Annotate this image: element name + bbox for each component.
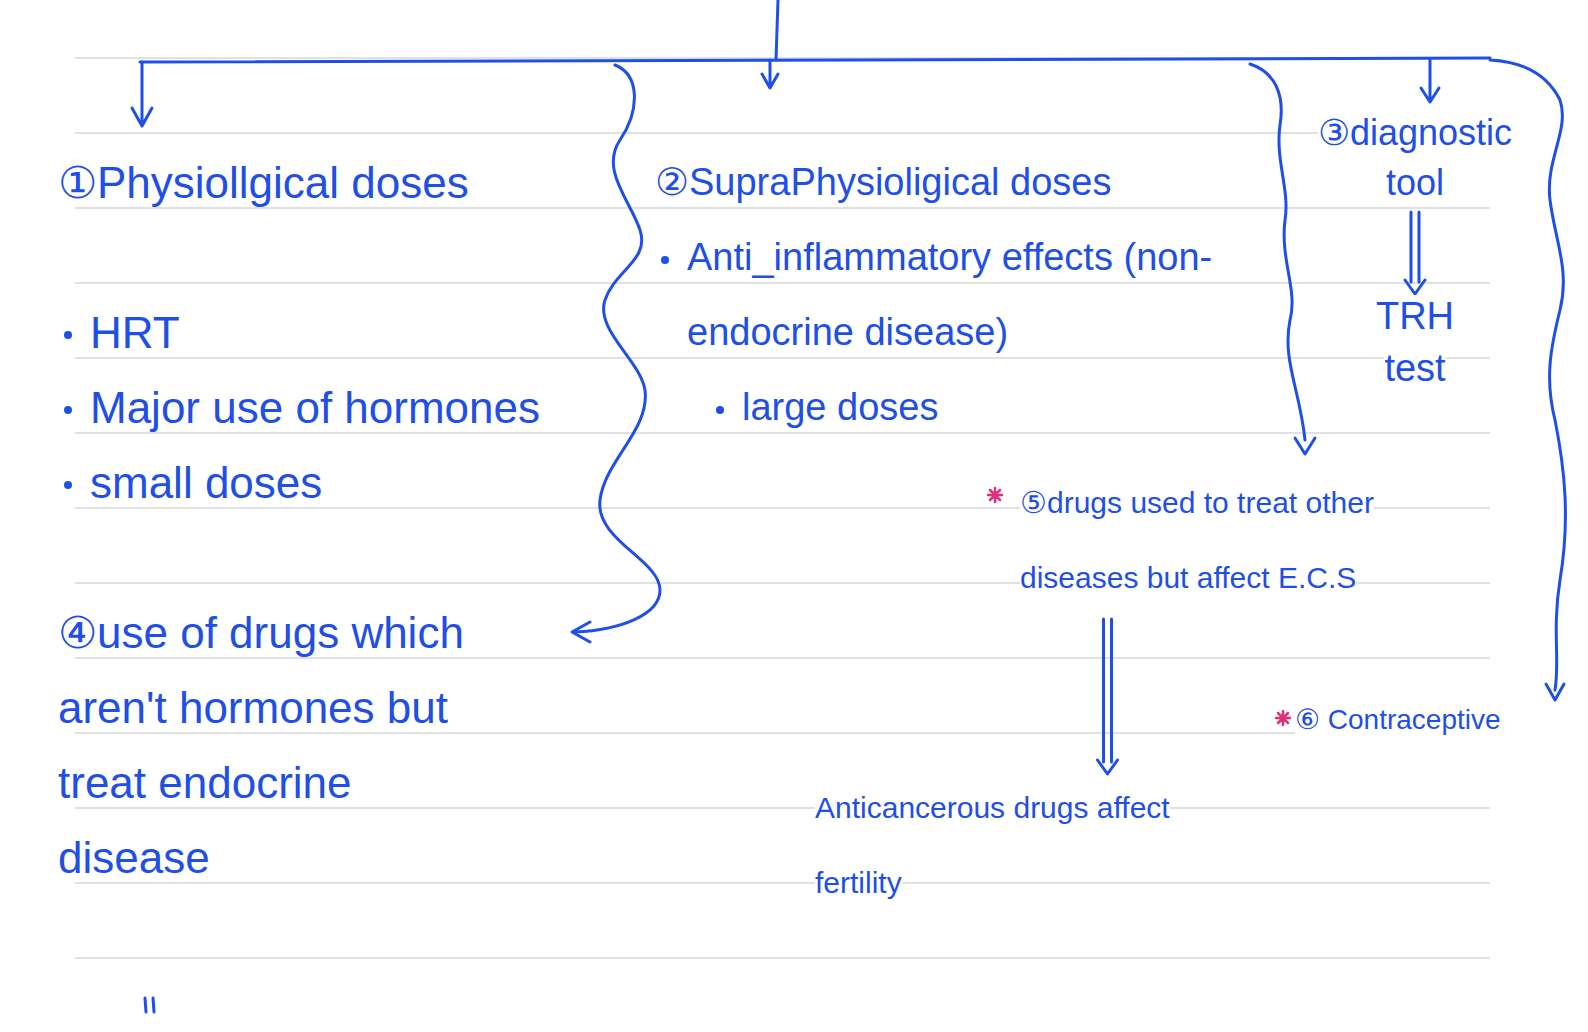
bullet-dot	[64, 481, 72, 489]
note-bullet-line: small doses	[58, 445, 658, 520]
note-text: ①Physiollgical doses	[58, 158, 469, 207]
note-heading-line: TRH test	[1355, 290, 1475, 394]
note-bullet-line: Major use of hormones	[58, 370, 658, 445]
note-heading-line: Anticancerous drugs affect fertility	[815, 770, 1195, 920]
note-group: ②SupraPhysioligical dosesAnti_inflammato…	[655, 145, 1260, 445]
note-heading-line: ⑤drugs used to treat other diseases but …	[1020, 465, 1500, 615]
star-mark	[988, 488, 1002, 502]
note-group: ④use of drugs which aren't hormones but …	[58, 595, 498, 895]
note-text: Anticancerous drugs affect fertility	[815, 791, 1170, 899]
note-bullet-line: HRT	[58, 295, 658, 370]
note-heading-line: ④use of drugs which aren't hormones but …	[58, 595, 498, 895]
curly-bracket	[575, 65, 660, 632]
note-group: ①Physiollgical dosesHRT Major use of horm…	[58, 145, 658, 520]
bracket-arrowhead	[1295, 438, 1315, 454]
bracket-arrowhead	[1546, 684, 1564, 700]
branch-arrow	[132, 62, 152, 126]
note-item: HRT	[90, 308, 180, 357]
curly-bracket	[1490, 60, 1565, 690]
note-text: ④use of drugs which aren't hormones but …	[58, 608, 464, 882]
curly-bracket	[1250, 64, 1305, 440]
note-text: ③diagnostic tool	[1318, 112, 1512, 203]
note-group: ③diagnostic tool	[1300, 108, 1530, 208]
note-bullet-line: Anti_inflammatory effects (non-endocrine…	[655, 220, 1260, 370]
ditto-mark	[145, 998, 154, 1012]
note-group: Anticancerous drugs affect fertility	[815, 770, 1195, 920]
note-text: ⑤drugs used to treat other diseases but …	[1020, 486, 1374, 594]
double-arrow	[1098, 619, 1118, 774]
note-group: ⑤drugs used to treat other diseases but …	[1020, 465, 1500, 615]
bullet-dot	[64, 406, 72, 414]
note-text: ⑥ Contraceptive	[1295, 704, 1501, 735]
top-bar	[140, 58, 1490, 62]
note-item: Major use of hormones	[90, 383, 540, 432]
note-item: small doses	[90, 458, 322, 507]
double-arrow	[1405, 212, 1425, 294]
note-item: large doses	[742, 386, 938, 428]
note-text: TRH test	[1376, 295, 1454, 389]
top-stem	[776, 0, 778, 60]
note-group: TRH test	[1355, 290, 1475, 394]
note-heading-line: ③diagnostic tool	[1300, 108, 1530, 208]
bullet-dot	[716, 406, 724, 414]
star-mark	[1276, 711, 1290, 725]
bracket-arrowhead	[572, 622, 590, 642]
bullet-dot	[661, 256, 669, 264]
branch-arrow	[762, 60, 778, 88]
note-item: Anti_inflammatory effects (non-endocrine…	[687, 236, 1212, 353]
note-bullet-line: large doses	[655, 370, 1260, 445]
note-heading-line: ⑥ Contraceptive	[1295, 700, 1565, 740]
note-text: ②SupraPhysioligical doses	[655, 161, 1111, 203]
note-heading-line: ①Physiollgical doses	[58, 145, 658, 220]
note-heading-line: ②SupraPhysioligical doses	[655, 145, 1260, 220]
note-group: ⑥ Contraceptive	[1295, 700, 1565, 740]
branch-arrow	[1421, 60, 1439, 102]
bullet-dot	[64, 331, 72, 339]
